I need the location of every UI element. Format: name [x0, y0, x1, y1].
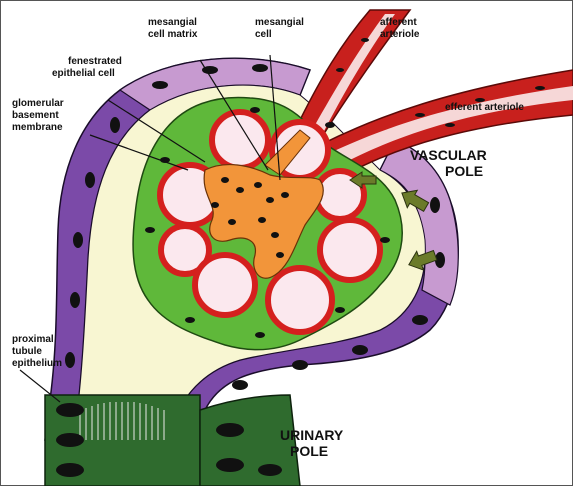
label-gbm-3: membrane: [12, 122, 63, 133]
label-fenestrated-1: fenestrated: [68, 56, 122, 67]
label-proximal-1: proximal: [12, 334, 54, 345]
label-mesangial-matrix-1: mesangial: [148, 17, 197, 28]
label-fenestrated-2: epithelial cell: [52, 68, 115, 79]
label-mesangial-cell-2: cell: [255, 29, 272, 40]
label-vascular-pole-2: POLE: [445, 163, 483, 179]
label-afferent-1: afferent: [380, 17, 417, 28]
label-afferent-2: arteriole: [380, 29, 420, 40]
label-proximal-3: epithelium: [12, 358, 62, 369]
label-mesangial-cell-1: mesangial: [255, 17, 304, 28]
label-gbm-2: basement: [12, 110, 59, 121]
label-vascular-pole-1: VASCULAR: [410, 147, 487, 163]
label-proximal-2: tubule: [12, 346, 42, 357]
label-mesangial-matrix-2: cell matrix: [148, 29, 198, 40]
label-efferent-arteriole: efferent arteriole: [445, 102, 524, 113]
label-gbm-1: glomerular: [12, 98, 64, 109]
label-urinary-pole-2: POLE: [290, 443, 328, 459]
label-urinary-pole-1: URINARY: [280, 427, 344, 443]
